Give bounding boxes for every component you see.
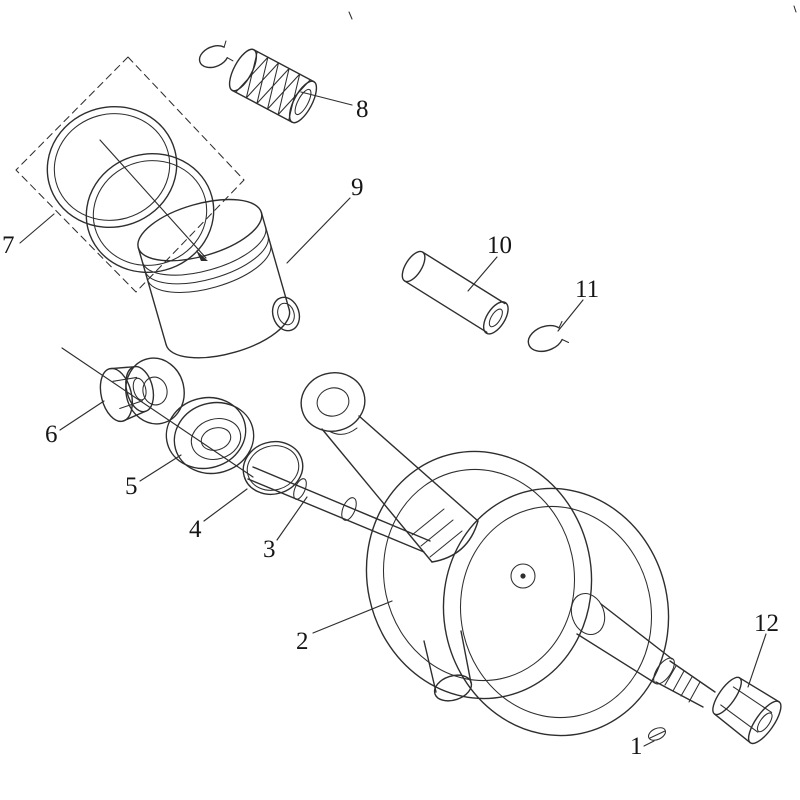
piston-pin-boss: [271, 296, 301, 332]
lower-shaft-stub: [423, 630, 473, 702]
woodruff-key: [647, 727, 667, 741]
flywheel-rear: [442, 487, 670, 737]
scan-artifact: [793, 5, 797, 13]
part-label-6: 6: [45, 421, 58, 448]
hub: [570, 592, 606, 636]
leader-3: [276, 496, 308, 541]
part-label-4: 4: [189, 516, 202, 543]
part-label-8: 8: [356, 96, 369, 123]
part-label-1: 1: [630, 733, 643, 760]
leader-11: [557, 299, 584, 332]
part-label-12: 12: [754, 610, 779, 637]
part-label-5: 5: [125, 473, 138, 500]
needle-bearing-cage: [228, 48, 318, 124]
part-label-3: 3: [263, 536, 276, 563]
leader-6: [59, 400, 105, 431]
ball-bearing: [165, 396, 255, 475]
piston-pin: [401, 250, 509, 335]
crank-pin-end: [510, 563, 536, 589]
crankshaft-left-end: [247, 466, 431, 553]
shim-ring: [242, 440, 304, 496]
retaining-clip-top: [198, 40, 234, 69]
leader-2: [312, 600, 393, 634]
shaft-nut: [712, 676, 782, 745]
leader-8: [300, 91, 353, 106]
part-label-10: 10: [487, 232, 512, 259]
leader-5: [139, 454, 182, 482]
connecting-rod: [300, 372, 479, 563]
washer: [125, 357, 185, 425]
part7-dashed-box: [15, 56, 245, 293]
part-label-7: 7: [2, 232, 15, 259]
leader-9: [286, 197, 351, 264]
piston-ring-outer: [46, 105, 178, 229]
axis-line: [61, 347, 254, 478]
leader-4: [203, 488, 248, 522]
output-shaft: [576, 603, 716, 708]
part-label-9: 9: [351, 174, 364, 201]
ring-pointer-line: [99, 139, 208, 261]
leader-1: [643, 740, 655, 747]
leader-7: [19, 213, 55, 244]
circlip: [527, 320, 570, 353]
pointer-arrowhead: [196, 250, 208, 261]
flywheel-front: [365, 450, 593, 700]
leader-12: [747, 633, 767, 688]
part-label-2: 2: [296, 628, 309, 655]
scan-artifact: [348, 11, 353, 20]
piston: [137, 198, 291, 359]
leader-10: [467, 256, 498, 292]
crankshaft-assembly: [300, 372, 716, 737]
piston-ring-inner: [85, 152, 215, 274]
part-label-11: 11: [575, 276, 599, 303]
